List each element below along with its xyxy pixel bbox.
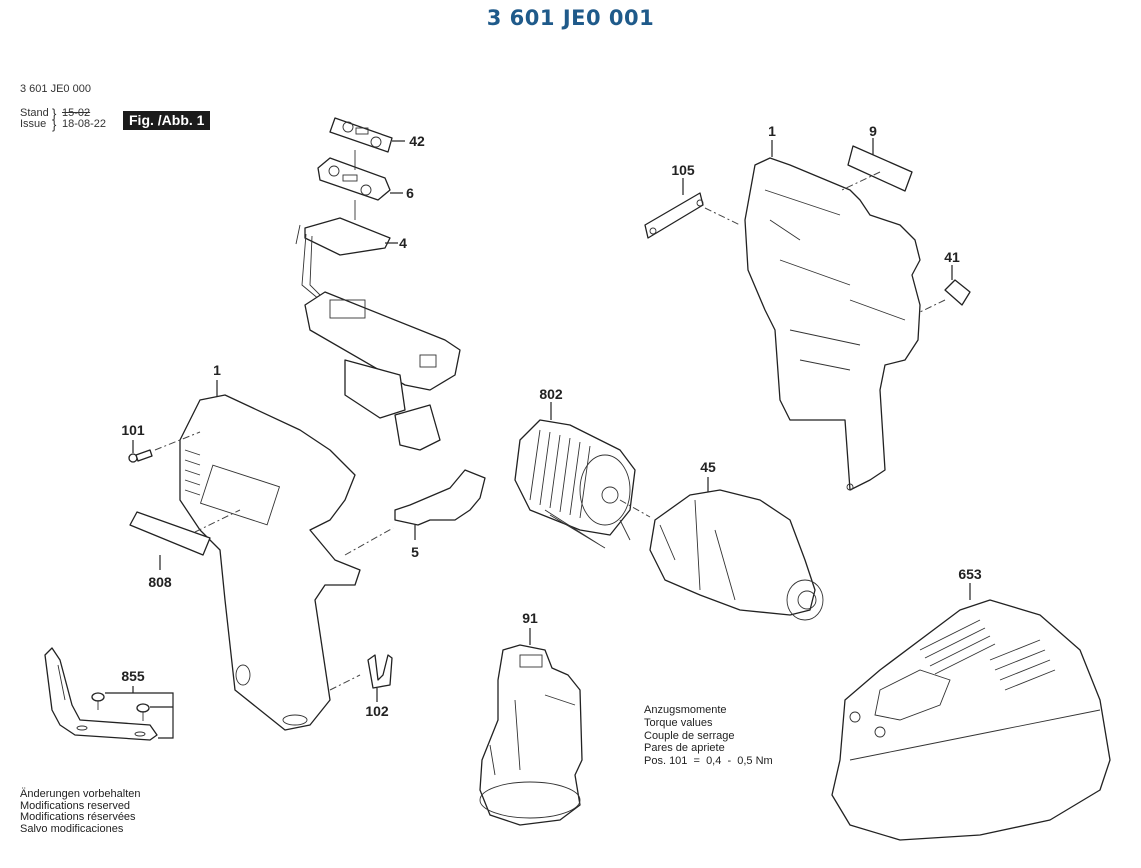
brace-icon: } (52, 106, 57, 121)
part-802-drawing (514, 402, 651, 549)
part-1-left-housing-drawing (179, 380, 361, 731)
footer-line: Modifications réservées (20, 811, 136, 823)
modifications-note: Änderungen vorbehalten Modifications res… (20, 788, 141, 835)
footer-line: Salvo modificaciones (20, 822, 124, 835)
callout-4: 4 (399, 235, 407, 251)
part-42-drawing (329, 117, 405, 153)
callout-45: 45 (700, 459, 716, 475)
callout-91: 91 (522, 610, 538, 626)
callout-1-right: 1 (768, 123, 776, 139)
callout-808: 808 (148, 574, 172, 590)
footer-line: Modifications reserved (20, 799, 131, 812)
issue-value: 18-08-22 (62, 118, 107, 130)
callout-6: 6 (406, 185, 414, 201)
model-reference: 3 601 JE0 000 (20, 83, 91, 95)
part-4-drawing (295, 217, 461, 451)
torque-line: Pares de apriete (644, 742, 725, 755)
part-101-drawing (128, 431, 201, 463)
callout-41: 41 (944, 249, 960, 265)
torque-note: Anzugsmomente Torque values Couple de se… (644, 704, 773, 768)
part-6-drawing (317, 150, 403, 220)
callout-105: 105 (671, 162, 695, 178)
callout-1-left: 1 (213, 362, 221, 378)
callout-42: 42 (409, 133, 425, 149)
part-45-drawing (649, 477, 824, 621)
figure-label: Fig. /Abb. 1 (123, 111, 211, 130)
part-855-drawing (44, 647, 174, 741)
brace-icon: } (52, 117, 57, 132)
callout-9: 9 (869, 123, 877, 139)
part-102-drawing (329, 654, 393, 702)
callout-802: 802 (539, 386, 563, 402)
footer-line: Änderungen vorbehalten (20, 788, 141, 800)
torque-line: Anzugsmomente (644, 704, 727, 716)
part-808-drawing (129, 509, 241, 570)
part-1-right-housing-drawing (744, 140, 921, 491)
callout-5: 5 (411, 544, 419, 560)
part-105-drawing (644, 178, 741, 239)
part-91-drawing (479, 628, 583, 826)
stand-value: 15-02 (62, 107, 91, 119)
torque-value: Pos. 101 = 0,4 - 0,5 Nm (644, 755, 773, 768)
stand-label: Stand (20, 107, 49, 119)
part-653-drawing (831, 583, 1111, 841)
page-title: 3 601 JE0 001 (486, 6, 655, 30)
issue-label: Issue (20, 118, 47, 130)
part-9-drawing (841, 138, 913, 192)
callout-653: 653 (958, 566, 982, 582)
part-41-drawing (919, 265, 971, 313)
torque-line: Torque values (644, 716, 713, 729)
revision-block: Stand } 15-02 Issue } 18-08-22 (20, 106, 107, 132)
torque-line: Couple de serrage (644, 729, 735, 742)
part-5-drawing (344, 469, 486, 556)
callout-102: 102 (365, 703, 389, 719)
callout-855: 855 (121, 668, 145, 684)
callout-101: 101 (121, 422, 145, 438)
